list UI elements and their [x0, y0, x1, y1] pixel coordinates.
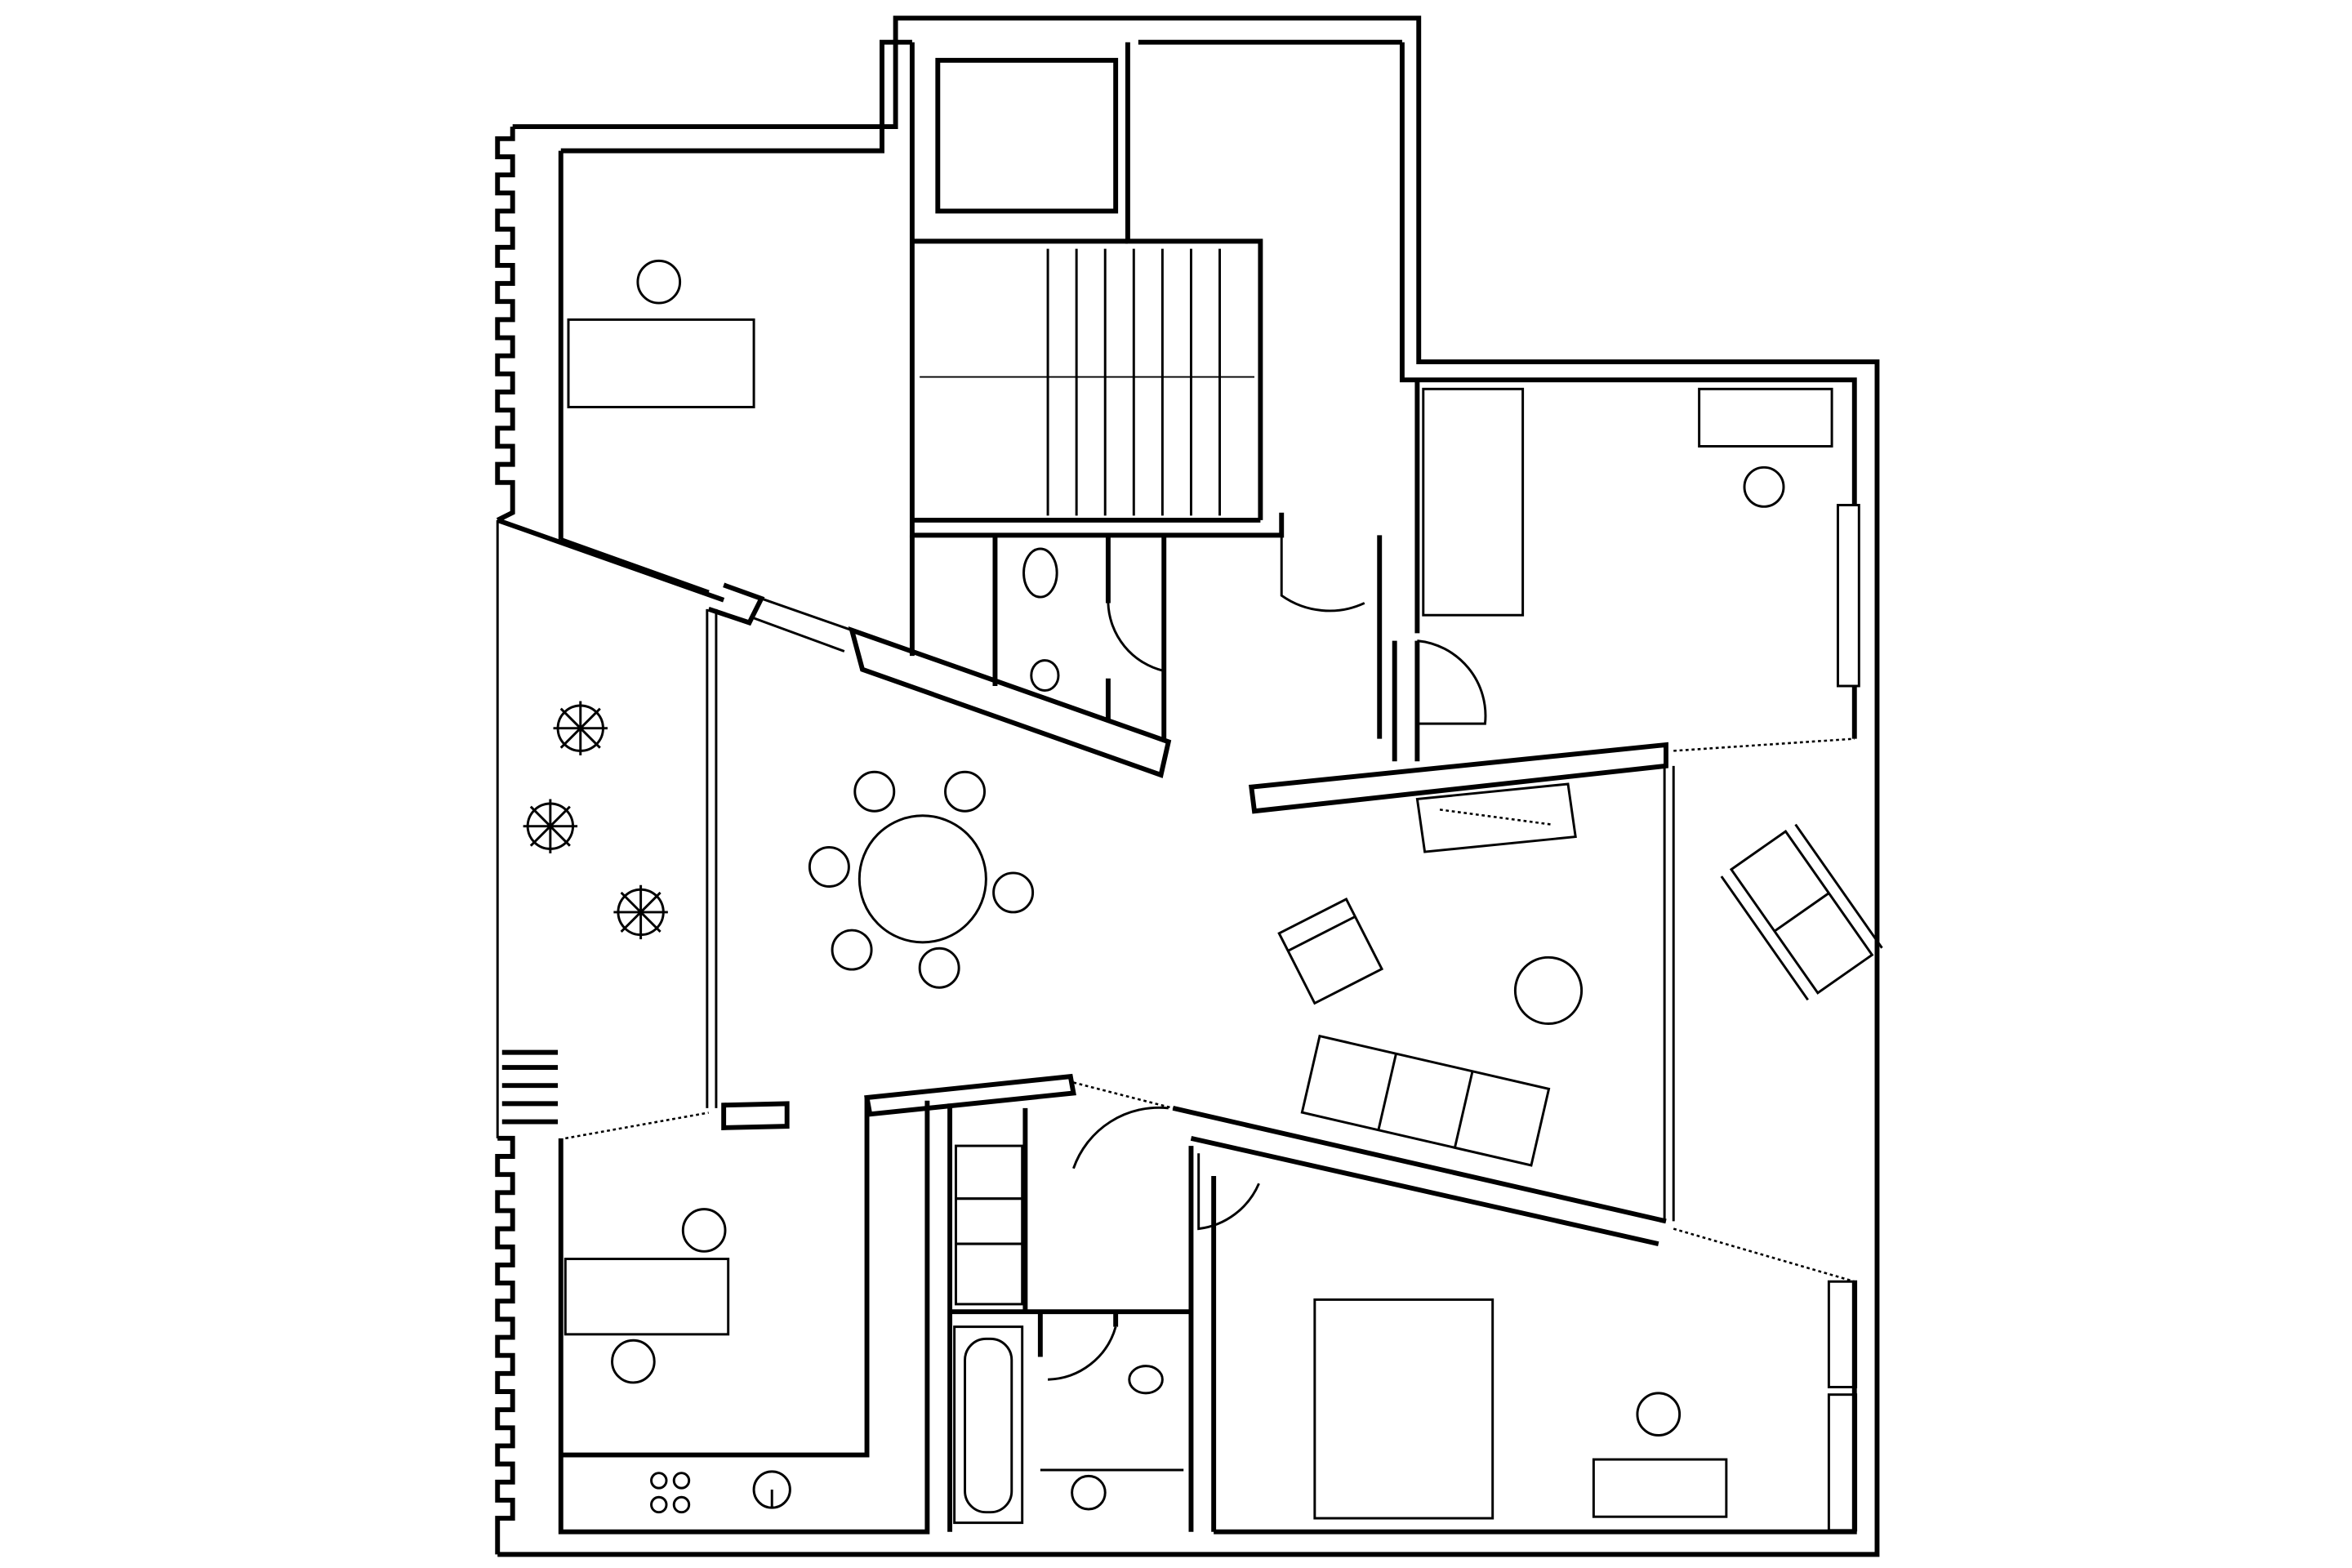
room-bottom-left	[560, 1098, 870, 1514]
door-swing	[1072, 1106, 1169, 1169]
door-swing	[1048, 1326, 1117, 1381]
stair-core	[909, 39, 1487, 762]
facade-zigzag-top	[495, 127, 515, 523]
door-swing	[1280, 519, 1365, 612]
door-swing	[1197, 1153, 1260, 1231]
facade-zigzag-bottom	[495, 1135, 515, 1555]
interior-walls	[497, 518, 1855, 1283]
dining-set	[808, 770, 1035, 989]
terrace-plants	[501, 701, 668, 1125]
bedroom-bottom-right	[1211, 1176, 1728, 1532]
door-swing	[1107, 603, 1165, 672]
double-bed	[1313, 1298, 1494, 1520]
toilet	[1022, 547, 1058, 599]
bath-block	[947, 1103, 1260, 1532]
coffee-table	[1513, 956, 1584, 1026]
living-furniture	[1277, 782, 1883, 1167]
outer-walls	[495, 16, 1880, 1557]
stove	[650, 1472, 691, 1514]
terrace-stairs	[501, 1049, 559, 1125]
sink	[1071, 1474, 1107, 1511]
bedroom-top-right	[1414, 380, 1833, 634]
desk	[1592, 1458, 1728, 1518]
dining-table	[858, 814, 987, 944]
daybed	[1720, 823, 1883, 1001]
toilet	[1128, 1365, 1164, 1395]
plant-icon	[613, 884, 668, 940]
plant-icon	[553, 701, 608, 755]
sofa	[1300, 1034, 1551, 1167]
door-swing	[1417, 639, 1487, 725]
sink	[1030, 659, 1060, 693]
armchair	[1277, 898, 1384, 1005]
plant-icon	[523, 799, 578, 853]
stair-treads	[920, 248, 1254, 516]
bedroom-top-left	[567, 259, 755, 408]
